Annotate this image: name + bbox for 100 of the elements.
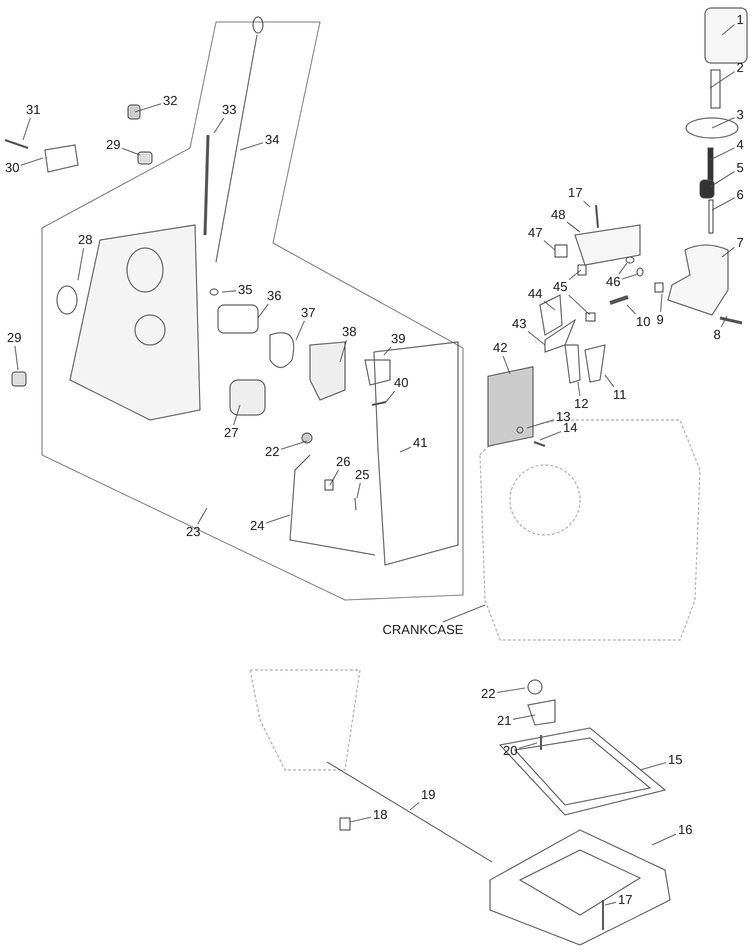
leader-line <box>710 71 735 88</box>
callout-number: 20 <box>502 744 518 758</box>
leader-line <box>544 240 556 250</box>
leader-line <box>330 470 339 486</box>
leader-line <box>350 816 372 822</box>
leader-line <box>386 390 396 402</box>
leader-line <box>578 382 580 396</box>
leader-line <box>622 274 638 280</box>
leader-line <box>22 118 31 140</box>
leader-line <box>233 404 240 426</box>
callout-number: 35 <box>237 283 254 297</box>
callout-number: 32 <box>162 94 178 108</box>
leader-line <box>544 300 556 310</box>
leader-line <box>496 688 526 693</box>
callout-number: 6 <box>736 188 745 202</box>
leader-line <box>14 346 18 370</box>
callout-number: 22 <box>264 445 280 459</box>
callout-number: 12 <box>573 397 590 411</box>
callout-number: 24 <box>249 519 266 533</box>
callout-number: 13 <box>555 410 572 424</box>
leader-line <box>384 346 392 356</box>
leader-line <box>626 304 636 314</box>
leader-line <box>722 246 735 258</box>
leader-line <box>78 248 84 280</box>
leader-line <box>540 431 562 440</box>
leader-line <box>568 294 590 316</box>
callout-number: 29 <box>105 138 122 152</box>
leader-line <box>618 262 628 274</box>
leader-line <box>710 171 735 188</box>
leader-line <box>296 320 305 340</box>
leader-line <box>222 290 236 292</box>
leader-line <box>240 142 264 150</box>
leader-line <box>502 356 510 374</box>
callout-number: 47 <box>527 226 544 240</box>
callout-number: 26 <box>335 455 352 469</box>
callout-number: 1 <box>736 13 745 27</box>
leader-line <box>400 446 412 452</box>
leader-line <box>356 482 361 498</box>
leader-line <box>660 294 662 312</box>
callout-number: 38 <box>341 325 358 339</box>
callout-number: 42 <box>492 341 508 355</box>
part-label: CRANKCASE <box>382 623 464 637</box>
callout-number: 46 <box>605 275 622 289</box>
leader-line <box>568 270 582 280</box>
callout-number: 21 <box>496 714 512 728</box>
leader-line <box>20 158 44 166</box>
callout-number: 17 <box>617 893 634 907</box>
leader-line <box>604 902 616 906</box>
leader-line <box>512 714 536 720</box>
leader-line <box>214 118 224 134</box>
callout-number: 33 <box>221 103 238 117</box>
callout-number: 5 <box>736 161 745 175</box>
leader-line <box>712 198 735 210</box>
callout-number: 34 <box>264 133 280 147</box>
leader-line <box>604 374 614 388</box>
callout-number: 7 <box>736 236 745 250</box>
leader-line <box>266 514 290 524</box>
callout-number: 19 <box>420 788 436 802</box>
callout-number: 2 <box>736 61 745 75</box>
callout-number: 48 <box>550 208 566 222</box>
leader-line <box>566 222 580 232</box>
callout-number: 43 <box>511 317 528 331</box>
callout-number: 8 <box>712 328 722 342</box>
callout-number: 28 <box>77 233 94 247</box>
leader-line <box>712 117 735 128</box>
callout-number: 11 <box>612 388 628 402</box>
leader-line <box>640 762 666 770</box>
leader-line <box>722 24 735 36</box>
leader-line <box>720 316 728 328</box>
callout-number: 25 <box>354 468 370 482</box>
callout-number: 29 <box>6 331 22 345</box>
callout-number: 30 <box>4 161 20 175</box>
callout-number: 15 <box>667 753 684 767</box>
leader-line <box>280 440 308 450</box>
callout-number: 3 <box>736 108 745 122</box>
callout-number: 40 <box>393 376 410 390</box>
leader-line <box>122 148 140 156</box>
leader-line <box>134 103 162 112</box>
callout-number: 16 <box>677 823 694 837</box>
callout-number: 39 <box>390 332 406 346</box>
callout-number: 41 <box>412 436 428 450</box>
callout-number: 18 <box>372 808 388 822</box>
callout-number: 22 <box>480 687 496 701</box>
leader-line <box>197 508 208 524</box>
leader-line <box>710 147 735 160</box>
leader-line <box>410 802 420 810</box>
callout-number: 4 <box>736 138 745 152</box>
callout-number: 37 <box>300 306 316 320</box>
callout-number: 36 <box>266 289 282 303</box>
callout-number: 9 <box>656 313 665 327</box>
leader-line <box>652 834 676 846</box>
callout-number: 31 <box>25 103 42 117</box>
callout-number: 45 <box>552 280 568 294</box>
leader-line <box>340 340 347 362</box>
callout-number: 23 <box>185 525 202 539</box>
leader-line <box>583 200 590 208</box>
leader-line <box>526 419 554 428</box>
leader-line <box>442 604 486 622</box>
callout-number: 27 <box>223 426 240 440</box>
callout-number: 14 <box>562 421 578 435</box>
